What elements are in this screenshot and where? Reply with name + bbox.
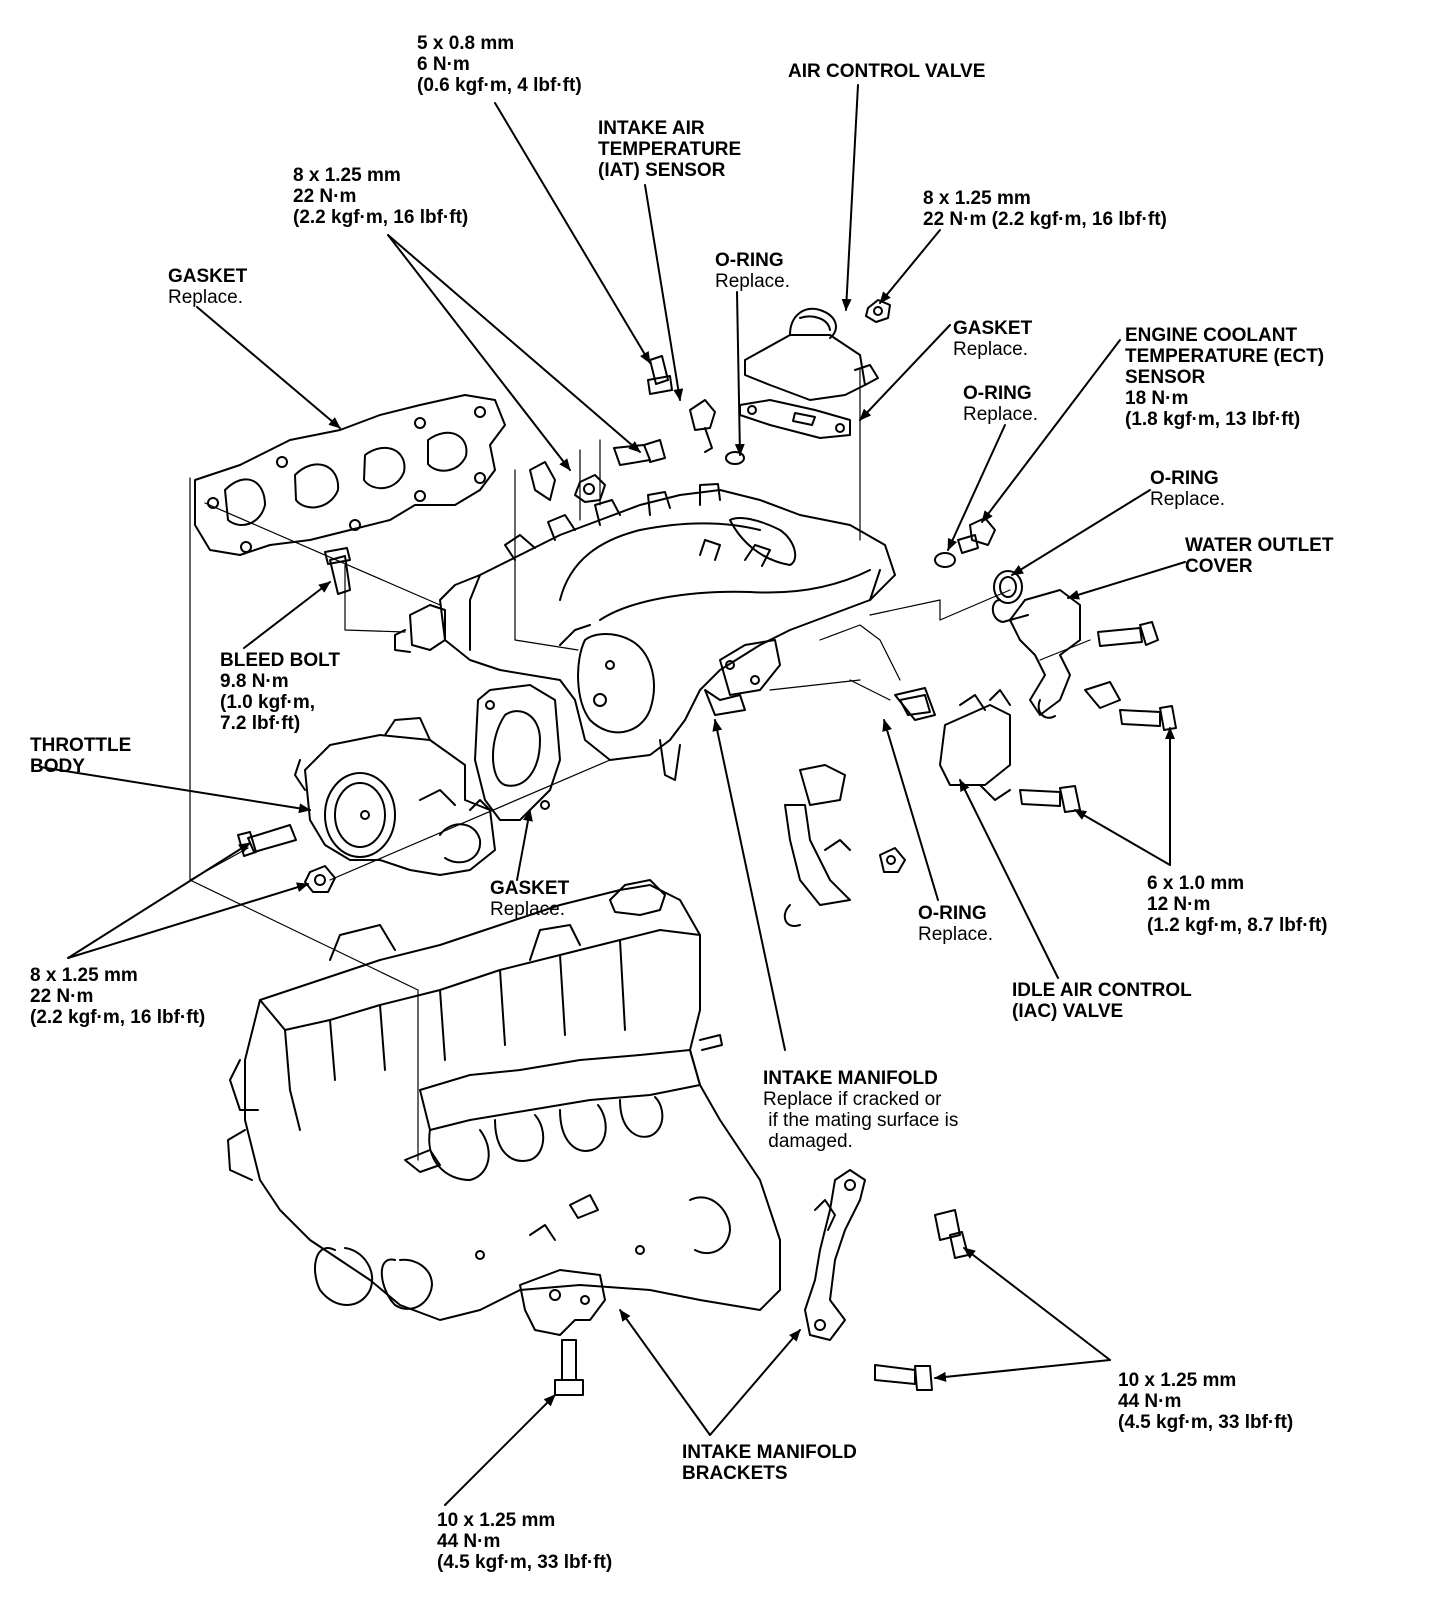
label-oring-outlet: O-RING Replace. — [1150, 468, 1225, 510]
label-line: 7.2 lbf·ft) — [220, 713, 301, 734]
label-iac-bolts-torque: 6 x 1.0 mm 12 N·m (1.2 kgf·m, 8.7 lbf·ft… — [1147, 873, 1328, 936]
label-line: BRACKETS — [682, 1463, 788, 1484]
label-line: 6 x 1.0 mm — [1147, 873, 1245, 894]
throttle-body — [294, 717, 496, 876]
label-line: IDLE AIR CONTROL — [1012, 980, 1192, 1001]
label-line: (1.0 kgf·m, — [220, 692, 316, 713]
label-line: (4.5 kgf·m, 33 lbf·ft) — [1118, 1412, 1294, 1433]
label-ect-sensor: ENGINE COOLANT TEMPERATURE (ECT) SENSOR … — [1125, 325, 1324, 430]
label-throttle-body: THROTTLE BODY — [30, 735, 131, 777]
throttle-body-bolts — [237, 824, 336, 893]
water-outlet-cover — [991, 589, 1177, 731]
label-line: 12 N·m — [1147, 894, 1211, 915]
label-note: Replace. — [918, 924, 993, 945]
label-gasket-manifold: GASKET Replace. — [168, 266, 247, 308]
label-note: Replace. — [1150, 489, 1225, 510]
label-note: Replace. — [168, 287, 243, 308]
label-line: 22 N·m — [293, 186, 357, 207]
label-bracket-bolt-bottom-torque: 10 x 1.25 mm 44 N·m (4.5 kgf·m, 33 lbf·f… — [437, 1510, 612, 1573]
label-gasket-acv: GASKET Replace. — [953, 318, 1032, 360]
label-line: INTAKE AIR — [598, 118, 705, 139]
label-note: Replace. — [715, 271, 790, 292]
label-line: INTAKE MANIFOLD — [682, 1442, 857, 1463]
label-water-outlet-cover: WATER OUTLET COVER — [1185, 535, 1333, 577]
label-top-bolt-torque: 5 x 0.8 mm 6 N·m (0.6 kgf·m, 4 lbf·ft) — [417, 33, 582, 96]
label-line: WATER OUTLET — [1185, 535, 1334, 556]
label-oring-ect: O-RING Replace. — [963, 383, 1038, 425]
label-line: 6 N·m — [417, 54, 470, 75]
label-oring-iat: O-RING Replace. — [715, 250, 790, 292]
label-line: (1.8 kgf·m, 13 lbf·ft) — [1125, 409, 1301, 430]
label-line: 22 N·m (2.2 kgf·m, 16 lbf·ft) — [923, 209, 1167, 230]
label-title: GASKET — [490, 878, 570, 899]
label-line: AIR CONTROL VALVE — [788, 61, 986, 82]
label-line: (IAC) VALVE — [1012, 1001, 1124, 1022]
label-title: GASKET — [168, 266, 248, 287]
intake-manifold-body — [394, 483, 896, 781]
label-iac-valve: IDLE AIR CONTROL (IAC) VALVE — [1012, 980, 1192, 1022]
label-title: O-RING — [1150, 468, 1219, 489]
label-line: 8 x 1.25 mm — [293, 165, 401, 186]
label-oring-iac: O-RING Replace. — [918, 903, 993, 945]
label-line: TEMPERATURE — [598, 139, 742, 160]
label-line: (2.2 kgf·m, 16 lbf·ft) — [30, 1007, 206, 1028]
label-title: INTAKE MANIFOLD — [763, 1068, 938, 1089]
label-title: O-RING — [963, 383, 1032, 404]
iat-sensor-parts — [529, 355, 745, 503]
label-note: damaged. — [763, 1131, 853, 1152]
alignment-lines — [189, 369, 1091, 1161]
label-line: 10 x 1.25 mm — [437, 1510, 556, 1531]
label-line: ENGINE COOLANT — [1125, 325, 1298, 346]
bracket-bolts — [554, 1209, 969, 1396]
label-line: 10 x 1.25 mm — [1118, 1370, 1237, 1391]
label-line: (1.2 kgf·m, 8.7 lbf·ft) — [1147, 915, 1328, 936]
label-line: 9.8 N·m — [220, 671, 289, 692]
label-line: THROTTLE — [30, 735, 132, 756]
label-line: BODY — [30, 756, 85, 777]
engine-cylinder-head — [227, 879, 781, 1321]
label-air-control-valve: AIR CONTROL VALVE — [788, 61, 985, 82]
label-title: O-RING — [715, 250, 784, 271]
label-note: Replace. — [490, 899, 565, 920]
label-note: Replace. — [963, 404, 1038, 425]
label-iat-sensor: INTAKE AIR TEMPERATURE (IAT) SENSOR — [598, 118, 741, 181]
label-line: 5 x 0.8 mm — [417, 33, 515, 54]
label-line: (IAT) SENSOR — [598, 160, 726, 181]
label-throttle-bolts-torque: 8 x 1.25 mm 22 N·m (2.2 kgf·m, 16 lbf·ft… — [30, 965, 205, 1028]
label-title: GASKET — [953, 318, 1033, 339]
label-bracket-bolts-right-torque: 10 x 1.25 mm 44 N·m (4.5 kgf·m, 33 lbf·f… — [1118, 1370, 1293, 1433]
air-control-valve — [739, 299, 891, 439]
bleed-bolt — [324, 547, 351, 595]
label-acv-nut-torque: 8 x 1.25 mm 22 N·m (2.2 kgf·m, 16 lbf·ft… — [923, 188, 1167, 230]
center-bracket — [783, 764, 906, 927]
label-gasket-throttle: GASKET Replace. — [490, 878, 569, 920]
label-line: SENSOR — [1125, 367, 1206, 388]
label-note: if the mating surface is — [763, 1110, 959, 1131]
intake-manifold-brackets — [519, 1169, 866, 1341]
label-line: 22 N·m — [30, 986, 94, 1007]
label-intake-manifold: INTAKE MANIFOLD Replace if cracked or if… — [763, 1068, 958, 1152]
label-line: BLEED BOLT — [220, 650, 340, 671]
label-title: O-RING — [918, 903, 987, 924]
label-line: 18 N·m — [1125, 388, 1189, 409]
label-line: 8 x 1.25 mm — [923, 188, 1031, 209]
label-note: Replace if cracked or — [763, 1089, 942, 1110]
label-line: 44 N·m — [1118, 1391, 1182, 1412]
label-bleed-bolt: BLEED BOLT 9.8 N·m (1.0 kgf·m, 7.2 lbf·f… — [220, 650, 340, 734]
label-intake-manifold-brackets: INTAKE MANIFOLD BRACKETS — [682, 1442, 857, 1484]
label-line: (2.2 kgf·m, 16 lbf·ft) — [293, 207, 469, 228]
label-line: COVER — [1185, 556, 1253, 577]
throttle-body-gasket — [474, 684, 561, 821]
label-line: (4.5 kgf·m, 33 lbf·ft) — [437, 1552, 613, 1573]
leader-lines — [39, 84, 1186, 1506]
label-note: Replace. — [953, 339, 1028, 360]
label-line: 8 x 1.25 mm — [30, 965, 138, 986]
label-stud-bolts-torque: 8 x 1.25 mm 22 N·m (2.2 kgf·m, 16 lbf·ft… — [293, 165, 468, 228]
label-line: TEMPERATURE (ECT) — [1125, 346, 1325, 367]
label-line: (0.6 kgf·m, 4 lbf·ft) — [417, 75, 582, 96]
manifold-gasket — [194, 394, 506, 556]
label-line: 44 N·m — [437, 1531, 501, 1552]
